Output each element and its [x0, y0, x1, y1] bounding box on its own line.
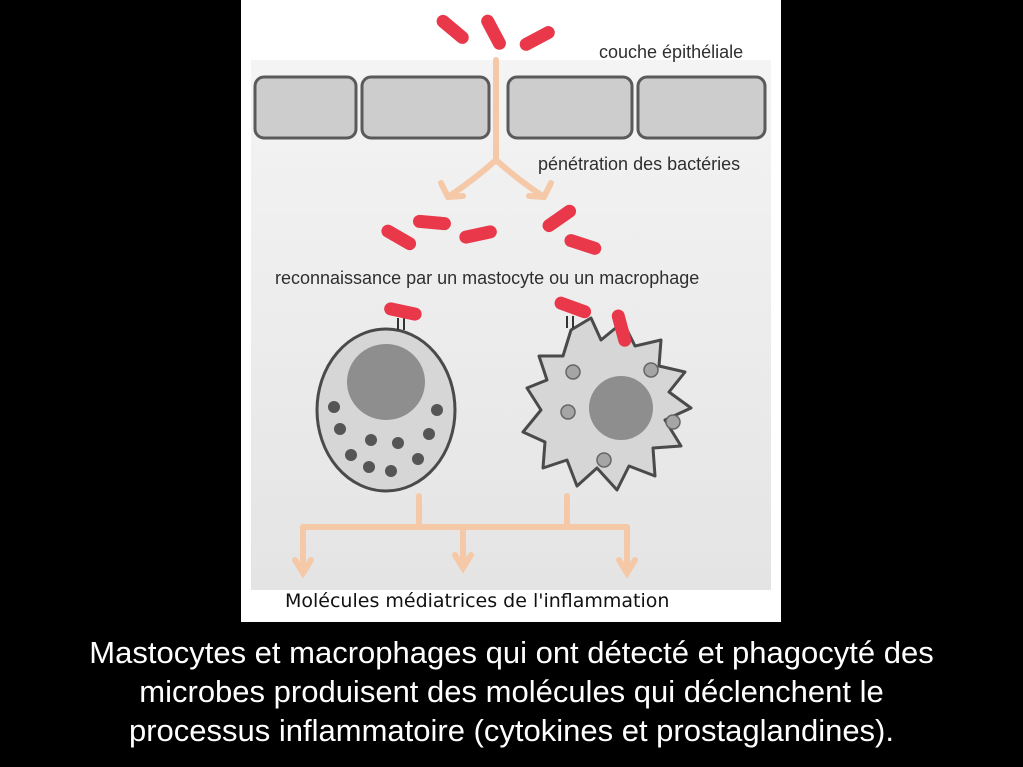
diagram-figure: couche épithéliale pénétration des bacté… — [241, 0, 781, 622]
arrowhead-1 — [292, 557, 314, 579]
granule — [412, 453, 424, 465]
bacteria-group-top — [436, 14, 555, 51]
granule — [363, 461, 375, 473]
mast-cell-receptor — [397, 318, 405, 330]
granule — [431, 404, 443, 416]
granule — [328, 401, 340, 413]
vesicle — [596, 452, 612, 468]
macrophage-nucleus — [589, 376, 653, 440]
macrophage — [521, 296, 693, 492]
bound-bacterium — [384, 302, 422, 321]
epithelial-cell — [636, 75, 767, 140]
granule — [334, 423, 346, 435]
epithelial-cell — [360, 75, 491, 140]
epithelial-layer-label: couche épithéliale — [599, 42, 744, 62]
epithelial-layer — [253, 75, 767, 140]
arrowhead-2 — [452, 552, 474, 574]
caption-line: processus inflammatoire (cytokines et pr… — [128, 713, 894, 748]
bacteria-penetration-label: pénétration des bactéries — [538, 154, 741, 174]
bacteria-group-middle — [381, 204, 602, 255]
arrowhead-3 — [616, 557, 638, 579]
vesicle — [560, 404, 576, 420]
granule — [392, 437, 404, 449]
granule — [365, 434, 377, 446]
arrowhead-right — [526, 180, 554, 201]
granule — [423, 428, 435, 440]
bacterium — [564, 234, 602, 255]
penetration-arrow-right — [493, 157, 544, 198]
vesicle — [643, 362, 659, 378]
diagram-background — [251, 60, 771, 590]
bacterium — [381, 224, 417, 251]
macrophage-receptor — [566, 316, 574, 328]
bacterium — [542, 204, 577, 233]
bacterium — [436, 14, 469, 44]
penetration-arrow-left — [448, 157, 499, 198]
arrowhead-left — [438, 180, 466, 201]
mediator-molecules-label: Molécules médiatrices de l'inflammation — [285, 590, 670, 612]
bacterium — [413, 214, 451, 231]
mast-cell-granules — [328, 401, 443, 477]
bound-bacterium — [554, 296, 592, 319]
macrophage-vesicles — [560, 362, 681, 468]
caption-line: Mastocytes et macrophages qui ont détect… — [89, 635, 934, 670]
granule — [385, 465, 397, 477]
mediator-arrows — [292, 493, 638, 579]
vesicle — [565, 364, 581, 380]
inflammation-diagram — [251, 14, 771, 590]
phagocytosed-bacterium — [611, 309, 632, 347]
vesicle — [665, 414, 681, 430]
epithelial-cell — [506, 75, 634, 140]
mast-cell — [315, 302, 457, 493]
bacterium — [459, 225, 497, 244]
granule — [345, 449, 357, 461]
epithelial-cell — [253, 75, 358, 140]
bacterium — [481, 14, 506, 50]
slide-caption: Mastocytes et macrophages qui ont détect… — [0, 633, 1023, 750]
recognition-label: reconnaissance par un mastocyte ou un ma… — [275, 268, 700, 288]
penetration-arrows — [438, 57, 554, 201]
bacterium — [519, 26, 555, 51]
caption-line: microbes produisent des molécules qui dé… — [139, 674, 884, 709]
mast-cell-nucleus — [347, 344, 425, 420]
